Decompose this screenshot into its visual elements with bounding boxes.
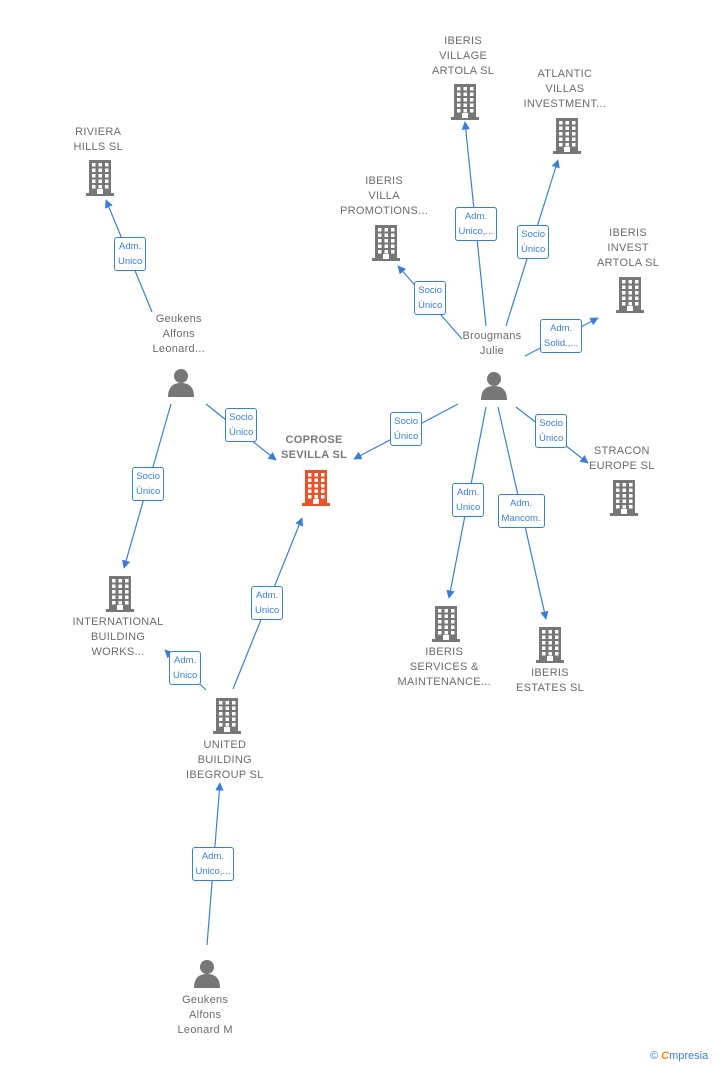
- node-label-iberis_promotions[interactable]: IBERIS VILLA PROMOTIONS...: [340, 175, 429, 217]
- building-icon[interactable]: [614, 277, 646, 318]
- edge-label-e12[interactable]: Adm. Unico: [251, 586, 284, 620]
- person-icon[interactable]: [192, 958, 222, 993]
- node-label-iberis_invest[interactable]: IBERIS INVEST ARTOLA SL: [597, 227, 660, 269]
- building-icon[interactable]: [84, 160, 116, 201]
- building-icon[interactable]: [430, 606, 462, 647]
- building-icon[interactable]: [534, 627, 566, 668]
- building-icon[interactable]: [104, 576, 136, 617]
- node-label-iberis_estates[interactable]: IBERIS ESTATES SL: [516, 667, 585, 694]
- node-label-brougmans[interactable]: Brougmans Julie: [462, 330, 522, 357]
- person-icon[interactable]: [479, 370, 509, 405]
- focus-building-icon[interactable]: [300, 470, 332, 511]
- edge-label-e4[interactable]: Socio Único: [390, 412, 423, 446]
- edge-label-e13[interactable]: Adm. Unico: [169, 651, 202, 685]
- edge-label-e6[interactable]: Adm. Unico,...: [454, 207, 498, 241]
- edge-label-e3[interactable]: Socio Único: [132, 467, 165, 501]
- node-label-coprose[interactable]: COPROSE SEVILLA SL: [281, 434, 348, 461]
- edge-label-e10[interactable]: Adm. Unico: [452, 483, 485, 517]
- copyright-icon: ©: [650, 1050, 659, 1062]
- building-icon[interactable]: [370, 225, 402, 266]
- node-label-riviera[interactable]: RIVIERA HILLS SL: [73, 126, 123, 153]
- node-label-iberis_artola[interactable]: IBERIS VILLAGE ARTOLA SL: [432, 35, 495, 77]
- node-label-atlantic[interactable]: ATLANTIC VILLAS INVESTMENT...: [523, 68, 607, 110]
- empresia-logo-text: mpresia: [669, 1050, 709, 1062]
- edge-label-e9[interactable]: Socio Único: [535, 414, 568, 448]
- edge-label-e14[interactable]: Adm. Unico,...: [191, 847, 235, 881]
- person-icon[interactable]: [166, 367, 196, 402]
- node-label-stracon[interactable]: STRACON EUROPE SL: [589, 445, 655, 472]
- edge-label-e5[interactable]: Socio Único: [414, 281, 447, 315]
- edge-label-e2[interactable]: Socio Único: [225, 408, 258, 442]
- node-label-iberis_services[interactable]: IBERIS SERVICES & MAINTENANCE...: [397, 646, 491, 688]
- edge-label-e7[interactable]: Socio Único: [517, 225, 550, 259]
- node-label-united[interactable]: UNITED BUILDING IBEGROUP SL: [186, 739, 264, 781]
- node-label-international[interactable]: INTERNATIONAL BUILDING WORKS...: [72, 616, 164, 658]
- node-label-geukens_leonard[interactable]: Geukens Alfons Leonard...: [152, 313, 206, 355]
- building-icon[interactable]: [608, 480, 640, 521]
- node-label-geukens_m[interactable]: Geukens Alfons Leonard M: [177, 994, 233, 1036]
- empresia-logo-letter: C: [661, 1050, 670, 1062]
- edge-label-e1[interactable]: Adm. Unico: [114, 237, 147, 271]
- edge-label-e11[interactable]: Adm. Mancom.: [497, 494, 545, 528]
- building-icon[interactable]: [211, 698, 243, 739]
- building-icon[interactable]: [551, 118, 583, 159]
- empresia-credit[interactable]: © Cmpresia: [650, 1050, 708, 1062]
- edge-label-e8[interactable]: Adm. Solid.,...: [540, 319, 583, 353]
- building-icon[interactable]: [449, 84, 481, 125]
